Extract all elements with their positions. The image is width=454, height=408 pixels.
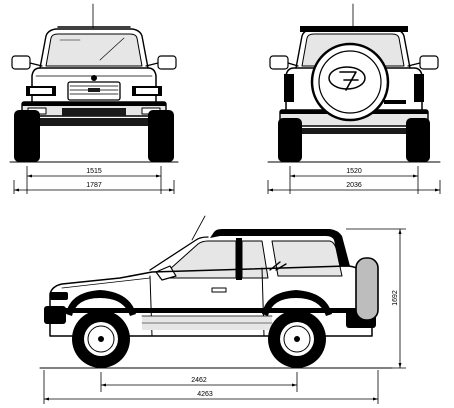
overall-length-dimension: 4263 — [43, 370, 379, 404]
side-height-dimension: 1692 — [346, 228, 406, 369]
rear-width-dimension: 2036 — [267, 180, 441, 194]
height-label: 1692 — [392, 290, 399, 306]
side-view — [39, 215, 393, 369]
front-width-label: 1787 — [86, 182, 102, 189]
overall-length-label: 4263 — [197, 391, 213, 398]
front-view — [9, 3, 179, 163]
front-track-label: 1515 — [86, 168, 102, 175]
rear-track-label: 1520 — [346, 168, 362, 175]
rear-width-label: 2036 — [346, 182, 362, 189]
wheelbase-dimension: 2462 — [100, 372, 298, 392]
rear-track-dimension: 1520 — [289, 166, 419, 194]
wheelbase-label: 2462 — [191, 377, 207, 384]
front-track-dimension: 1515 — [26, 166, 162, 194]
rear-view — [267, 3, 441, 163]
front-width-dimension: 1787 — [13, 180, 175, 194]
